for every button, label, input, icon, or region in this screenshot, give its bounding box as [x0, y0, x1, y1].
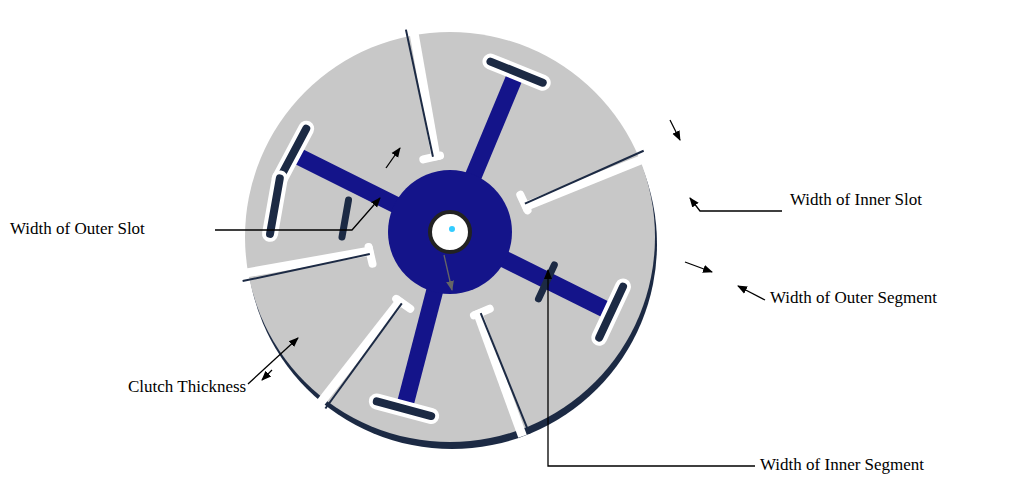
inner-slot: [423, 156, 440, 160]
leader-line: [685, 262, 712, 272]
slot-edge: [243, 254, 370, 281]
center-dot: [449, 226, 455, 232]
outer-segment: [377, 401, 431, 416]
inner-segment: [538, 265, 554, 299]
outer-segment-slot: [490, 62, 542, 83]
outer-segment: [599, 287, 623, 338]
slots: [241, 28, 646, 436]
outer-slot: [522, 158, 646, 208]
leader-line: [444, 255, 452, 290]
outer-segment-slot: [599, 287, 623, 338]
slot-edge: [481, 313, 530, 434]
dimension-label: Width of Outer Slot: [10, 219, 145, 239]
leader-line: [738, 286, 765, 300]
outer-segment-slot: [270, 178, 280, 233]
outer-slot: [413, 28, 436, 160]
inner-slot: [369, 247, 373, 264]
hub: [388, 170, 512, 294]
leader-line: [248, 338, 298, 384]
outer-segment: [280, 129, 306, 179]
leader-line: [386, 148, 400, 168]
leader-line: [548, 270, 755, 466]
outer-segment: [490, 62, 542, 83]
outer-segment-slot: [280, 129, 306, 179]
dimension-label: Width of Inner Segment: [760, 455, 924, 475]
dimension-label: Width of Inner Slot: [790, 190, 922, 210]
slot-edge: [325, 303, 401, 408]
outer-slot: [319, 298, 401, 404]
outer-segment-slot: [377, 401, 431, 416]
dimension-label: Clutch Thickness: [128, 377, 246, 397]
bore: [430, 212, 470, 252]
leader-line: [690, 198, 782, 211]
outer-segment: [270, 178, 280, 233]
inner-segment: [342, 200, 349, 237]
leader-line: [262, 370, 272, 380]
spider-arms: [270, 62, 623, 416]
dimension-label: Width of Outer Segment: [770, 288, 937, 308]
outer-slot: [241, 251, 373, 274]
outer-slot: [477, 310, 523, 436]
leader-line: [670, 120, 680, 140]
clutch-face: [245, 32, 655, 442]
leader-line: [215, 198, 380, 230]
slot-edge: [525, 151, 644, 204]
slot-edge: [406, 30, 433, 157]
